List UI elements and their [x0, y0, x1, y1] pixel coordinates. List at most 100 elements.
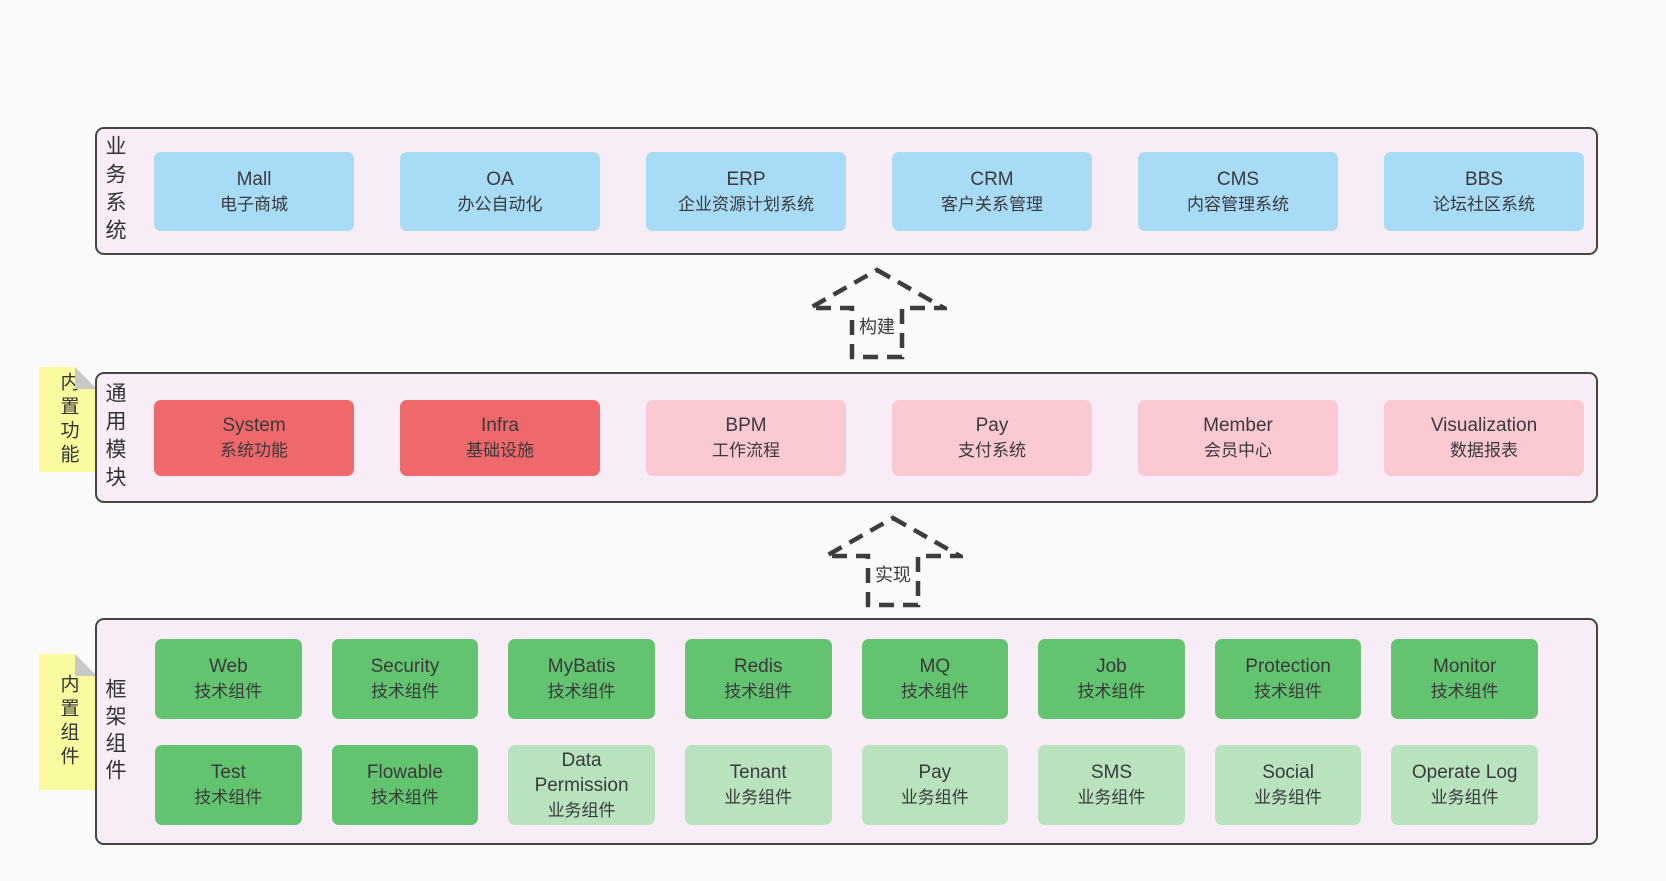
- box-subtitle: 业务组件: [900, 788, 969, 807]
- box-title: OA: [486, 168, 514, 190]
- box-title: Flowable: [366, 762, 443, 783]
- box-subtitle: 技术组件: [1254, 682, 1323, 701]
- implement-arrow: 实现: [823, 514, 963, 608]
- business-layer-panel: 业务系统 Mall 电子商城 OA 办公自动化 ERP 企业资源计划系统 CRM 客户关系管理…: [95, 127, 1598, 255]
- box-title: Pay: [975, 415, 1009, 436]
- box-subtitle: 办公自动化: [457, 194, 543, 214]
- box-subtitle: 业务组件: [724, 788, 793, 807]
- box-title: BPM: [725, 415, 767, 436]
- box-job: Job 技术组件: [1038, 639, 1185, 719]
- box-title: Visualization: [1430, 415, 1538, 436]
- built-in-components-tag: 内置组件: [39, 654, 97, 790]
- box-web: Web 技术组件: [155, 639, 302, 719]
- box-subtitle: 业务组件: [547, 800, 616, 820]
- box-mq: MQ 技术组件: [861, 639, 1009, 719]
- built-in-features-tag: 内置功能: [39, 367, 97, 472]
- box-bpm: BPM 工作流程: [646, 400, 846, 476]
- box-title: Social: [1262, 762, 1314, 783]
- build-arrow: 构建: [807, 266, 947, 360]
- box-subtitle: 电子商城: [220, 194, 288, 214]
- box-subtitle: 基础设施: [466, 441, 534, 460]
- box-subtitle: 支付系统: [958, 441, 1026, 460]
- box-title: CRM: [970, 168, 1014, 190]
- box-pay: Pay 业务组件: [861, 745, 1009, 825]
- box-title: Mall: [236, 168, 272, 190]
- module-layer-panel: 通用模块 System 系统功能 Infra 基础设施 BPM 工作流程 Pay 支付系统 Me…: [95, 372, 1598, 503]
- box-title: Pay: [918, 762, 952, 783]
- box-title: MyBatis: [547, 656, 616, 677]
- box-title: ERP: [726, 168, 766, 190]
- box-subtitle: 业务组件: [1254, 788, 1323, 807]
- box-security: Security 技术组件: [331, 639, 479, 719]
- box-pay: Pay 支付系统: [892, 400, 1092, 476]
- box-subtitle: 技术组件: [547, 682, 616, 701]
- box-oa: OA 办公自动化: [400, 152, 600, 231]
- business-layer-row: Mall 电子商城 OA 办公自动化 ERP 企业资源计划系统 CRM 客户关系管理 CMS 内容…: [154, 152, 1584, 231]
- box-subtitle: 企业资源计划系统: [678, 194, 814, 214]
- box-title: SMS: [1090, 762, 1133, 783]
- box-cms: CMS 内容管理系统: [1138, 152, 1338, 231]
- box-operate-log: Operate Log 业务组件: [1391, 745, 1538, 825]
- box-protection: Protection 技术组件: [1214, 639, 1362, 719]
- box-title: Web: [208, 656, 248, 677]
- box-crm: CRM 客户关系管理: [892, 152, 1092, 231]
- box-title: Data Permission: [534, 749, 629, 796]
- box-subtitle: 技术组件: [194, 682, 263, 701]
- box-system: System 系统功能: [154, 400, 354, 476]
- box-subtitle: 业务组件: [1430, 788, 1499, 807]
- box-title: Protection: [1245, 656, 1331, 677]
- box-subtitle: 工作流程: [712, 441, 780, 460]
- box-sms: SMS 业务组件: [1038, 745, 1185, 825]
- box-title: Infra: [480, 415, 520, 436]
- box-erp: ERP 企业资源计划系统: [646, 152, 846, 231]
- arrow-up-icon: [823, 515, 963, 608]
- box-title: Test: [210, 762, 246, 783]
- module-layer-row: System 系统功能 Infra 基础设施 BPM 工作流程 Pay 支付系统 Member 会…: [154, 400, 1584, 476]
- folded-corner-icon: [75, 654, 97, 676]
- box-subtitle: 内容管理系统: [1187, 194, 1289, 214]
- built-in-features-tag-label: 内置功能: [57, 371, 79, 468]
- box-mybatis: MyBatis 技术组件: [508, 639, 655, 719]
- box-title: CMS: [1216, 168, 1260, 190]
- box-subtitle: 技术组件: [194, 788, 263, 807]
- box-data-permission: Data Permission 业务组件: [508, 745, 655, 825]
- built-in-components-tag-label: 内置组件: [57, 674, 79, 770]
- box-subtitle: 技术组件: [900, 682, 969, 701]
- box-title: System: [222, 415, 286, 436]
- box-redis: Redis 技术组件: [684, 639, 832, 719]
- box-subtitle: 客户关系管理: [941, 194, 1043, 214]
- box-subtitle: 会员中心: [1204, 441, 1272, 460]
- box-subtitle: 技术组件: [1430, 682, 1499, 701]
- box-title: Member: [1203, 415, 1273, 436]
- box-test: Test 技术组件: [155, 745, 302, 825]
- box-subtitle: 技术组件: [724, 682, 793, 701]
- box-subtitle: 技术组件: [370, 682, 439, 701]
- folded-corner-icon: [75, 367, 97, 389]
- box-title: Operate Log: [1411, 762, 1518, 783]
- box-member: Member 会员中心: [1138, 400, 1338, 476]
- box-subtitle: 技术组件: [370, 788, 439, 807]
- box-subtitle: 论坛社区系统: [1433, 194, 1535, 214]
- box-bbs: BBS 论坛社区系统: [1384, 152, 1584, 231]
- box-subtitle: 业务组件: [1077, 788, 1146, 807]
- box-social: Social 业务组件: [1214, 745, 1362, 825]
- box-subtitle: 技术组件: [1077, 682, 1146, 701]
- box-visualization: Visualization 数据报表: [1384, 400, 1584, 476]
- business-layer-label: 业务系统: [103, 135, 126, 247]
- box-title: Security: [370, 656, 440, 677]
- box-subtitle: 数据报表: [1450, 441, 1518, 460]
- box-title: Redis: [733, 656, 783, 677]
- box-title: Tenant: [729, 762, 787, 783]
- box-title: Job: [1096, 656, 1127, 677]
- box-title: MQ: [919, 656, 951, 677]
- box-subtitle: 系统功能: [220, 441, 288, 460]
- arrow-up-icon: [807, 267, 947, 360]
- box-title: BBS: [1464, 168, 1504, 190]
- module-layer-label: 通用模块: [103, 381, 126, 494]
- component-layer-label: 框架组件: [103, 677, 126, 786]
- box-mall: Mall 电子商城: [154, 152, 354, 231]
